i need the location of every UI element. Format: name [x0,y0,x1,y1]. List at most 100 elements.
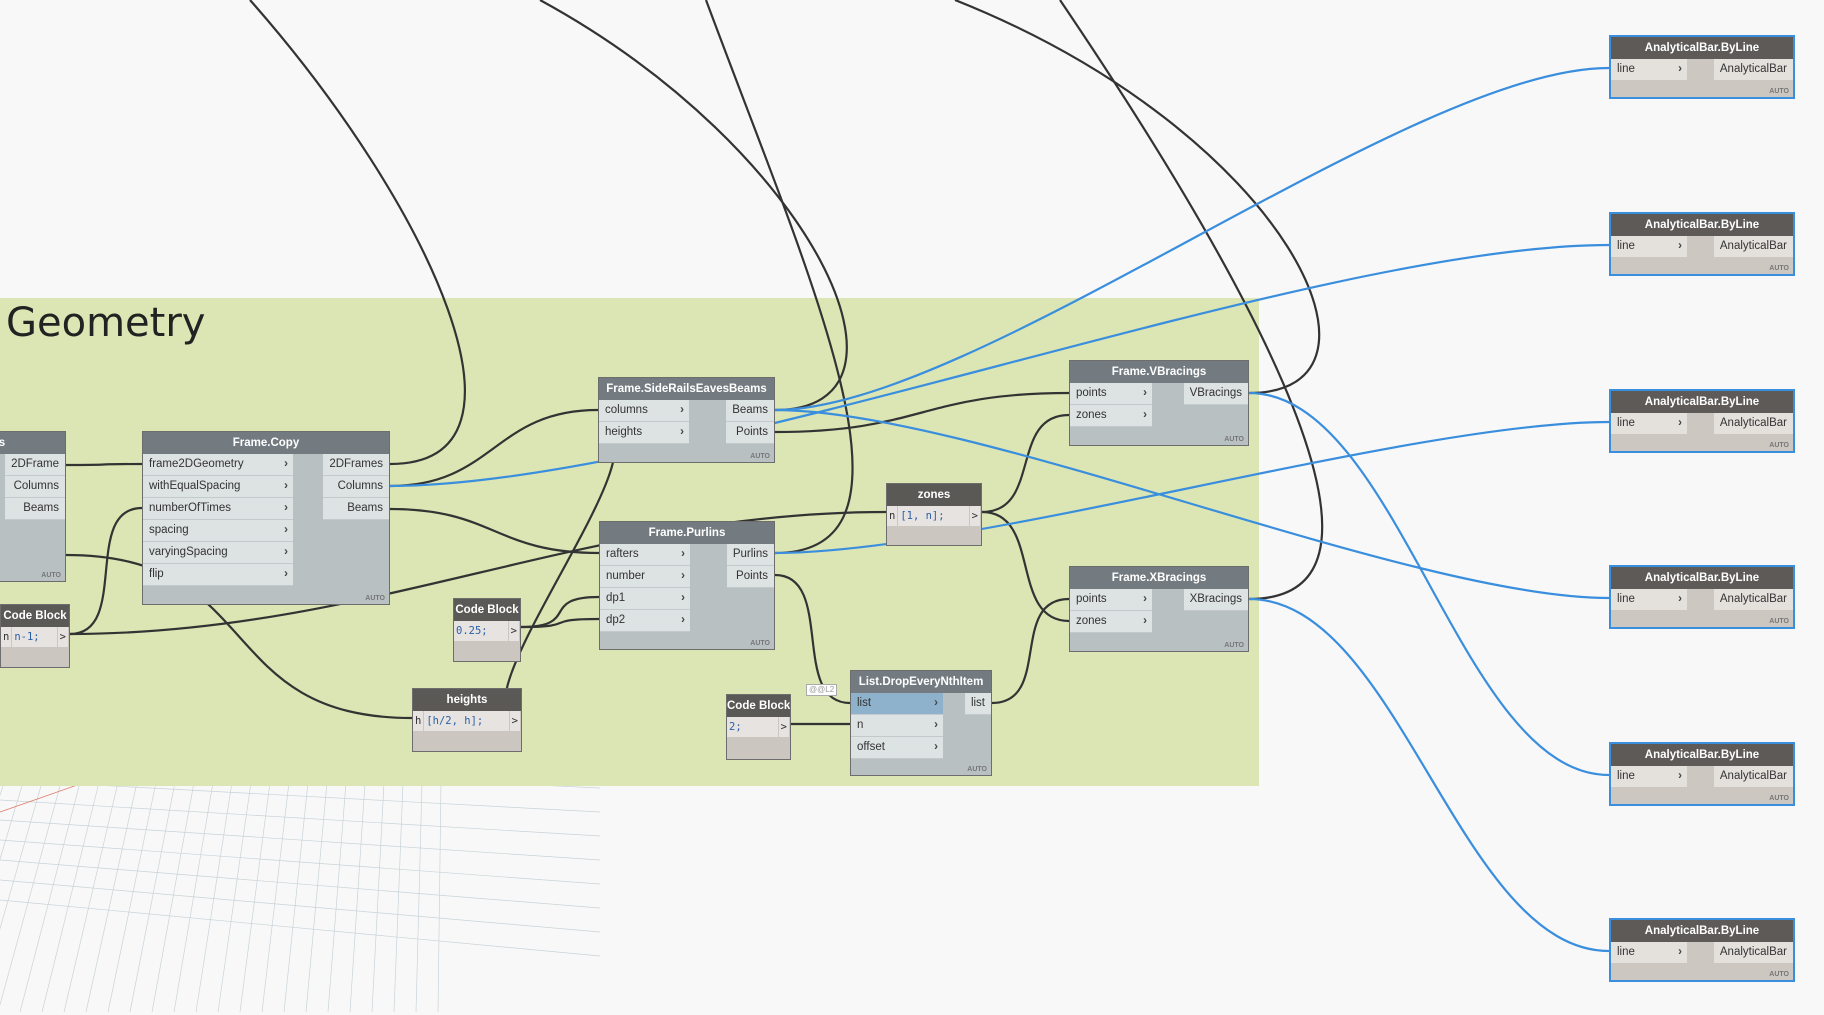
output-port-Columns[interactable]: Columns [323,476,389,498]
wire-beams-ab4[interactable] [774,408,1610,600]
output-port-Beams[interactable]: Beams [323,498,389,520]
lacing-spinner[interactable]: @@L2 [806,684,838,696]
output-port-2DFrame[interactable]: 2DFrame [5,454,65,476]
node-title[interactable]: AnalyticalBar.ByLine [1611,37,1793,59]
output-port-Beams[interactable]: Beams [726,400,774,422]
output-port-Points[interactable]: Points [726,422,774,444]
output-port-Points[interactable]: Points [726,566,774,588]
input-port-varyingSpacing[interactable]: varyingSpacing› [143,542,293,564]
input-port-spacing[interactable]: spacing› [143,520,293,542]
output-port-AnalyticalBar[interactable]: AnalyticalBar [1713,59,1793,80]
code-text[interactable]: n-1; [12,627,58,647]
wire-beams-ab1[interactable] [774,66,1610,412]
code-output-port[interactable]: > [58,627,69,647]
node-title[interactable]: Code Block [1,605,69,627]
wire-xbracings-ab6[interactable] [1248,597,1610,953]
node-title[interactable]: heights [413,689,521,711]
wire-numberoftimes[interactable] [69,506,143,636]
wire-columns-ab2[interactable] [389,243,1610,488]
input-port-line[interactable]: line› [1611,59,1687,80]
node-title[interactable]: ghts [0,432,65,454]
input-port-line[interactable]: line› [1611,413,1687,434]
output-port-XBracings[interactable]: XBracings [1183,589,1248,611]
node-title[interactable]: AnalyticalBar.ByLine [1611,567,1793,589]
input-port-list[interactable]: list› [851,693,943,715]
input-port-zones[interactable]: zones› [1070,405,1152,427]
output-port-AnalyticalBar[interactable]: AnalyticalBar [1713,236,1793,257]
output-port-Beams[interactable]: Beams [5,498,65,520]
input-port-flip[interactable]: flip› [143,564,293,586]
wire-2dframes-offscreen[interactable] [249,0,466,466]
input-port-line[interactable]: line› [1611,766,1687,787]
wire-columns[interactable] [389,408,599,488]
input-port-heights[interactable]: heights› [599,422,689,444]
code-row[interactable]: n[1, n];> [887,506,981,526]
node-title[interactable]: Frame.XBracings [1070,567,1248,589]
input-port-line[interactable]: line› [1611,589,1687,610]
input-port-n[interactable]: n› [851,715,943,737]
input-port-rafters[interactable]: rafters› [600,544,690,566]
wire-points-list[interactable] [774,573,851,705]
wire-zones-vbr[interactable] [981,413,1070,514]
node-title[interactable]: AnalyticalBar.ByLine [1611,214,1793,236]
code-row[interactable]: h[h/2, h];> [413,711,521,731]
code-text[interactable]: 2; [727,717,779,737]
output-port-2DFrames[interactable]: 2DFrames [323,454,389,476]
wire-2dframe[interactable] [65,462,143,467]
input-port-columns[interactable]: columns› [599,400,689,422]
output-port-AnalyticalBar[interactable]: AnalyticalBar [1713,413,1793,434]
node-title[interactable]: Frame.VBracings [1070,361,1248,383]
input-port-withEqualSpacing[interactable]: withEqualSpacing› [143,476,293,498]
input-port-number[interactable]: number› [600,566,690,588]
node-title[interactable]: Frame.SideRailsEavesBeams [599,378,774,400]
code-text[interactable]: [h/2, h]; [424,711,510,731]
code-output-port[interactable]: > [779,717,790,737]
node-title[interactable]: AnalyticalBar.ByLine [1611,744,1793,766]
wire-purlins-ab3[interactable] [774,420,1610,555]
input-port-points[interactable]: points› [1070,383,1152,405]
code-input-port[interactable]: n [1,627,13,647]
wire-points-vbracings[interactable] [774,391,1070,434]
input-port-dp2[interactable]: dp2› [600,610,690,632]
code-text[interactable]: [1, n]; [898,506,970,526]
wire-list-xbr[interactable] [991,597,1070,705]
input-port-line[interactable]: line› [1611,236,1687,257]
code-row[interactable]: 0.25;> [454,621,520,641]
output-port-AnalyticalBar[interactable]: AnalyticalBar [1713,942,1793,963]
wire-xbracings-offscreen[interactable] [1059,0,1324,601]
wire-beams-offscreen[interactable] [539,0,848,412]
wire-purlins-offscreen[interactable] [704,0,854,555]
input-port-zones[interactable]: zones› [1070,611,1152,633]
node-left[interactable]: ghts2DFrameColumnsBeamsAUTO [0,431,66,582]
input-port-dp1[interactable]: dp1› [600,588,690,610]
node-title[interactable]: AnalyticalBar.ByLine [1611,920,1793,942]
output-port-list[interactable]: list [964,693,991,715]
wire-n-to-zones[interactable] [69,510,887,636]
input-port-frame2DGeometry[interactable]: frame2DGeometry› [143,454,293,476]
output-port-Columns[interactable]: Columns [5,476,65,498]
node-title[interactable]: List.DropEveryNthItem [851,671,991,693]
wire-zones-xbr[interactable] [981,510,1070,623]
code-input-port[interactable]: h [413,711,425,731]
input-port-points[interactable]: points› [1070,589,1152,611]
output-port-AnalyticalBar[interactable]: AnalyticalBar [1713,766,1793,787]
wire-rafters[interactable] [389,507,600,555]
output-port-AnalyticalBar[interactable]: AnalyticalBar [1713,589,1793,610]
output-port-VBracings[interactable]: VBracings [1183,383,1248,405]
code-input-port[interactable]: n [887,506,899,526]
code-row[interactable]: 2;> [727,717,790,737]
